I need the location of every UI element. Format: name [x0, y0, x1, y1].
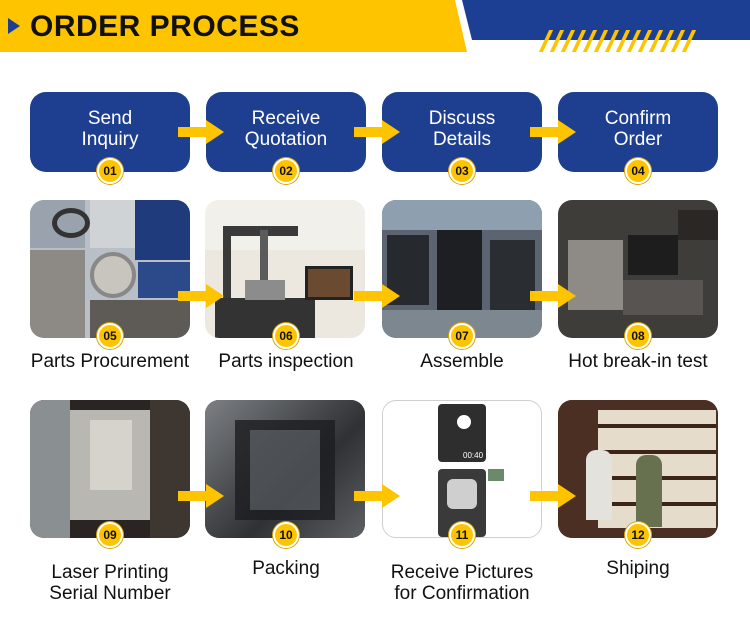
- step-label-line1: Discuss: [428, 108, 496, 129]
- step-label-line2: Inquiry: [81, 129, 139, 150]
- step-number-badge: 10: [273, 522, 299, 548]
- caption-laser-printing: Laser Printing Serial Number: [20, 562, 200, 604]
- step-number-badge: 08: [625, 323, 651, 349]
- page-title: ORDER PROCESS: [30, 10, 300, 43]
- arrow-right-icon: [178, 284, 224, 308]
- step-number-badge: 05: [97, 323, 123, 349]
- measuring-machine-photo: [205, 200, 365, 338]
- step-number-badge: 06: [273, 323, 299, 349]
- serial-number-photo: [30, 400, 190, 538]
- header-yellow-band: [0, 0, 470, 52]
- step-number-badge: 02: [273, 158, 299, 184]
- step-number-badge: 11: [449, 522, 475, 548]
- phone-pictures-photo: 00:40: [382, 400, 542, 538]
- step-number-badge: 12: [625, 522, 651, 548]
- shipping-crates-photo: [558, 400, 718, 538]
- caption-line1: Receive Pictures: [390, 562, 534, 583]
- engine-parts-photo: [30, 200, 190, 338]
- stripes-decoration: [538, 30, 697, 52]
- arrow-right-icon: [530, 120, 576, 144]
- step-number-badge: 01: [97, 158, 123, 184]
- caption-receive-pictures: Receive Pictures for Confirmation: [372, 562, 552, 604]
- caption-parts-procurement: Parts Procurement: [30, 351, 190, 372]
- engine-assembly-photo: [382, 200, 542, 338]
- arrow-right-icon: [530, 484, 576, 508]
- video-timestamp: 00:40: [463, 451, 484, 460]
- arrow-right-icon: [178, 484, 224, 508]
- step-label-line2: Details: [432, 129, 492, 150]
- step-number-badge: 04: [625, 158, 651, 184]
- play-arrow-icon: [8, 18, 20, 34]
- caption-line2: for Confirmation: [394, 583, 530, 604]
- packing-photo: [205, 400, 365, 538]
- step-number-badge: 07: [449, 323, 475, 349]
- caption-line1: Packing: [252, 558, 320, 579]
- caption-line2: Serial Number: [49, 583, 171, 604]
- step-label-line1: Confirm: [604, 108, 672, 129]
- step-label-line1: Send: [87, 108, 133, 129]
- arrow-right-icon: [354, 484, 400, 508]
- caption-assemble: Assemble: [420, 351, 504, 372]
- arrow-right-icon: [178, 120, 224, 144]
- caption-line1: Laser Printing: [51, 562, 169, 583]
- stripe: [681, 30, 697, 52]
- caption-hot-break-in-test: Hot break-in test: [568, 351, 708, 372]
- step-label-line2: Quotation: [244, 129, 328, 150]
- step-label-line2: Order: [613, 129, 663, 150]
- caption-shiping: Shiping: [548, 558, 728, 579]
- step-number-badge: 09: [97, 522, 123, 548]
- caption-parts-inspection: Parts inspection: [218, 351, 354, 372]
- caption-line1: Shiping: [606, 558, 670, 579]
- caption-packing: Packing: [196, 558, 376, 579]
- arrow-right-icon: [354, 284, 400, 308]
- step-label-line1: Receive: [251, 108, 321, 129]
- arrow-right-icon: [530, 284, 576, 308]
- step-number-badge: 03: [449, 158, 475, 184]
- arrow-right-icon: [354, 120, 400, 144]
- engine-test-photo: [558, 200, 718, 338]
